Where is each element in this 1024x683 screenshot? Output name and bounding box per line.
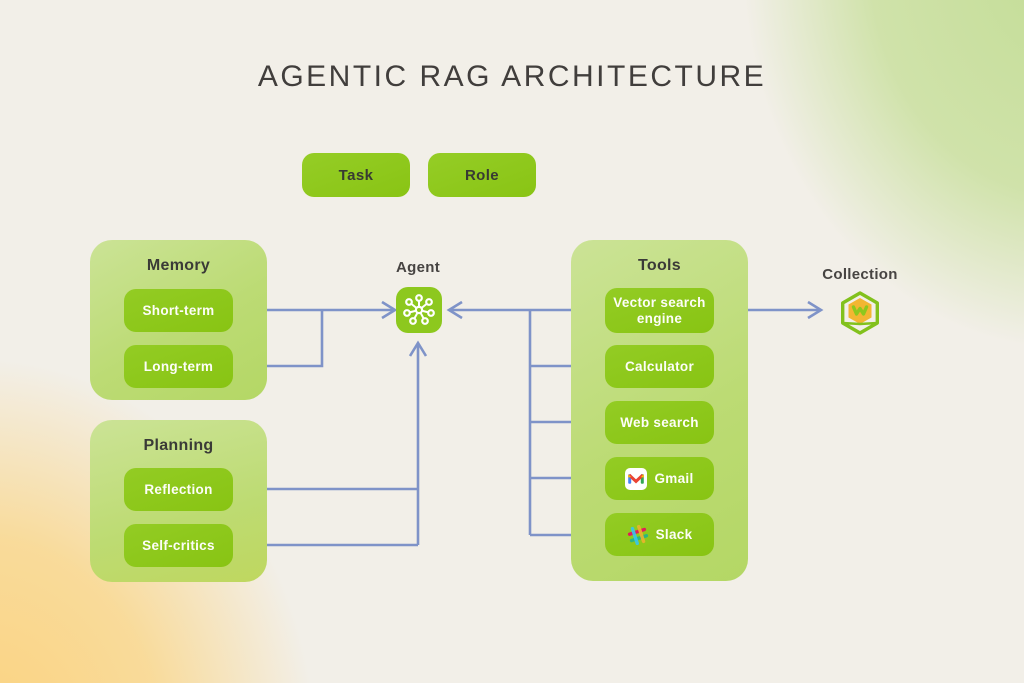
planning-panel-title: Planning xyxy=(143,437,214,454)
memory-panel-title: Memory xyxy=(146,257,211,274)
tool-item-vector-search-engine: Vector search engine xyxy=(605,288,714,333)
vector-search-engine-label: Vector search engine xyxy=(613,294,706,326)
memory-panel: Memory Short-term Long-term xyxy=(90,240,267,400)
tool-item-gmail: Gmail xyxy=(605,457,714,500)
self-critics-label: Self-critics xyxy=(142,537,215,553)
short-term-label: Short-term xyxy=(142,302,215,318)
task-node: Task xyxy=(302,153,410,197)
network-graph-icon xyxy=(396,287,442,333)
agent-label: Agent xyxy=(396,259,440,276)
tool-item-calculator: Calculator xyxy=(605,345,714,388)
slack-label: Slack xyxy=(655,526,693,542)
tool-item-web-search: Web search xyxy=(605,401,714,444)
task-label: Task xyxy=(338,166,374,184)
role-label: Role xyxy=(464,166,500,184)
tools-panel: Tools Vector search engine Calculator We… xyxy=(571,240,748,581)
calculator-label: Calculator xyxy=(624,358,695,374)
diagram-title: AGENTIC RAG ARCHITECTURE xyxy=(257,60,767,93)
long-term-label: Long-term xyxy=(143,358,214,374)
weaviate-hexagon-icon xyxy=(840,291,879,335)
role-node: Role xyxy=(428,153,536,197)
tools-panel-title: Tools xyxy=(638,257,681,274)
planning-item-self-critics: Self-critics xyxy=(124,524,233,567)
slack-icon xyxy=(627,524,649,546)
memory-item-short-term: Short-term xyxy=(124,289,233,332)
memory-item-long-term: Long-term xyxy=(124,345,233,388)
tool-item-slack: Slack xyxy=(605,513,714,556)
planning-panel: Planning Reflection Self-critics xyxy=(90,420,267,582)
collection-label: Collection xyxy=(822,266,898,283)
reflection-label: Reflection xyxy=(144,481,213,497)
gmail-label: Gmail xyxy=(654,470,694,486)
web-search-label: Web search xyxy=(620,414,699,430)
planning-item-reflection: Reflection xyxy=(124,468,233,511)
gmail-icon xyxy=(625,467,648,490)
